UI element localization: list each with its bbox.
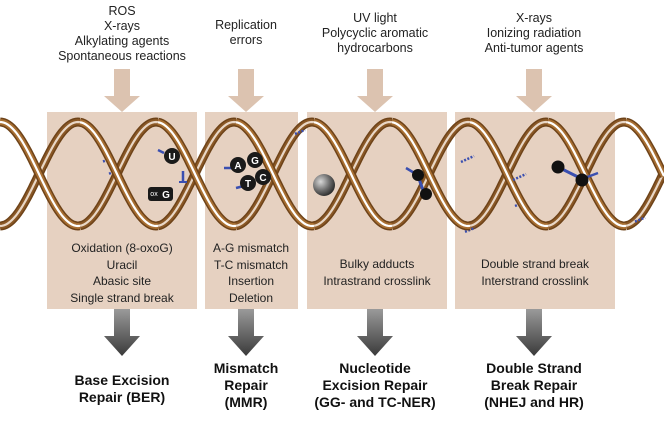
ber-damage: Oxidation (8-oxoG) Uracil Abasic site Si… xyxy=(47,240,197,306)
lesion-interstrand-crosslink xyxy=(551,160,599,187)
base-pair-stub-2 xyxy=(294,128,306,136)
strand-a-highlight-8 xyxy=(625,171,664,227)
cause-arrows xyxy=(104,69,552,112)
strand-b-highlight-8 xyxy=(625,121,664,177)
dsb-damage-1: Double strand break xyxy=(480,257,590,271)
dsb-damage: Double strand break Interstrand crosslin… xyxy=(457,256,613,289)
mmr-pathway-title: Mismatch Repair (MMR) xyxy=(196,360,296,411)
ner-causes: UV light Polycyclic aromatic hydrocarbon… xyxy=(300,11,450,56)
mmr-cause-arrow xyxy=(228,69,264,112)
ner-pathway-arrow xyxy=(357,309,393,356)
ber-cause-1: ROS xyxy=(108,4,136,18)
ber-pathway-title: Base Excision Repair (BER) xyxy=(32,372,212,406)
ner-pathway-line-2: Excision Repair xyxy=(322,377,428,393)
ner-cause-3: hydrocarbons xyxy=(337,41,413,55)
mmr-damage-1: A-G mismatch xyxy=(212,241,289,255)
dsb-cause-2: Ionizing radiation xyxy=(486,26,582,40)
ner-pathway-title: Nucleotide Excision Repair (GG- and TC-N… xyxy=(300,360,450,411)
dsb-damage-2: Interstrand crosslink xyxy=(481,273,589,288)
uracil-label: U xyxy=(168,152,175,163)
mmr-damage-2: T-C mismatch xyxy=(213,257,288,272)
mmr-cause-2: errors xyxy=(229,33,263,47)
ner-cause-1: UV light xyxy=(353,11,397,25)
dsb-pathway-title: Double Strand Break Repair (NHEJ and HR) xyxy=(459,360,609,411)
ner-cause-2: Polycyclic aromatic xyxy=(321,26,429,40)
dsb-pathway-line-1: Double Strand xyxy=(486,360,582,376)
strand-b-segment-8 xyxy=(625,119,664,178)
strand-a-highlight-5 xyxy=(391,121,471,228)
dsb-cause-arrow xyxy=(516,69,552,112)
strand-a-highlight-3 xyxy=(235,121,315,228)
strand-b-highlight-2 xyxy=(157,121,237,228)
lesion-uracil: U xyxy=(157,148,180,164)
dsb-pathway-line-3: (NHEJ and HR) xyxy=(484,394,584,410)
dsb-cause-3: Anti-tumor agents xyxy=(484,41,584,55)
mmr-pathway-line-1: Mismatch xyxy=(213,360,279,376)
lesion-double-strand-break xyxy=(460,154,527,182)
ber-damage-3: Abasic site xyxy=(92,274,152,288)
dsb-causes: X-rays Ionizing radiation Anti-tumor age… xyxy=(459,11,609,56)
oxog-label: G xyxy=(162,190,170,201)
mmr-pathway-line-3: (MMR) xyxy=(224,394,268,410)
strand-b-highlight-4 xyxy=(313,121,393,228)
dsb-cause-1: X-rays xyxy=(515,11,553,25)
mismatch-t-label: T xyxy=(245,179,251,190)
ber-damage-4: Single strand break xyxy=(70,290,174,305)
mismatch-g-label: G xyxy=(251,156,259,167)
lesion-tc-mismatch: T C xyxy=(235,169,271,191)
lesion-oxog: ox G xyxy=(148,171,187,201)
ber-cause-2: X-rays xyxy=(103,19,141,33)
strand-b-highlight-6 xyxy=(469,121,549,228)
ber-pathway-arrow xyxy=(104,309,140,356)
oxog-prefix-label: ox xyxy=(150,191,158,198)
mismatch-c-label: C xyxy=(259,173,266,184)
ner-pathway-line-3: (GG- and TC-NER) xyxy=(314,394,436,410)
ner-damage-1: Bulky adducts xyxy=(339,257,415,271)
mismatch-a-label: A xyxy=(234,161,241,172)
ber-pathway-line-1: Base Excision xyxy=(74,372,170,388)
ber-cause-3: Alkylating agents xyxy=(74,34,170,48)
ner-cause-arrow xyxy=(357,69,393,112)
ner-damage: Bulky adducts Intrastrand crosslink xyxy=(305,256,449,289)
lesion-bulky-adduct xyxy=(313,174,335,196)
base-pair-stub-5 xyxy=(634,216,646,223)
dsb-pathway-arrow xyxy=(516,309,552,356)
ber-cause-arrow xyxy=(104,69,140,112)
mmr-causes: Replication errors xyxy=(196,18,296,48)
ber-causes: ROS X-rays Alkylating agents Spontaneous… xyxy=(32,4,212,64)
ner-damage-2: Intrastrand crosslink xyxy=(323,273,431,288)
mmr-pathway-arrow xyxy=(228,309,264,356)
ber-pathway-line-2: Repair (BER) xyxy=(78,389,166,405)
strand-a-highlight-1 xyxy=(79,121,159,228)
dsb-panel xyxy=(455,112,615,309)
dsb-pathway-line-2: Break Repair xyxy=(490,377,578,393)
ner-pathway-line-1: Nucleotide xyxy=(339,360,411,376)
ber-cause-4: Spontaneous reactions xyxy=(58,49,186,63)
strand-b-highlight-0 xyxy=(0,120,81,228)
lesion-intrastrand-crosslink xyxy=(405,166,432,200)
mmr-cause-1: Replication xyxy=(215,18,277,32)
mmr-damage-4: Deletion xyxy=(228,290,274,305)
lesion-ag-mismatch: A G xyxy=(224,152,263,173)
mmr-damage-3: Insertion xyxy=(227,274,275,288)
mmr-pathway-line-2: Repair xyxy=(224,377,268,393)
ber-damage-2: Uracil xyxy=(106,257,138,272)
mmr-damage: A-G mismatch T-C mismatch Insertion Dele… xyxy=(201,240,301,306)
pathway-arrows xyxy=(104,309,552,356)
dna-double-helix xyxy=(0,117,664,233)
ber-damage-1: Oxidation (8-oxoG) xyxy=(71,241,173,255)
helix-front-strands xyxy=(0,117,664,231)
